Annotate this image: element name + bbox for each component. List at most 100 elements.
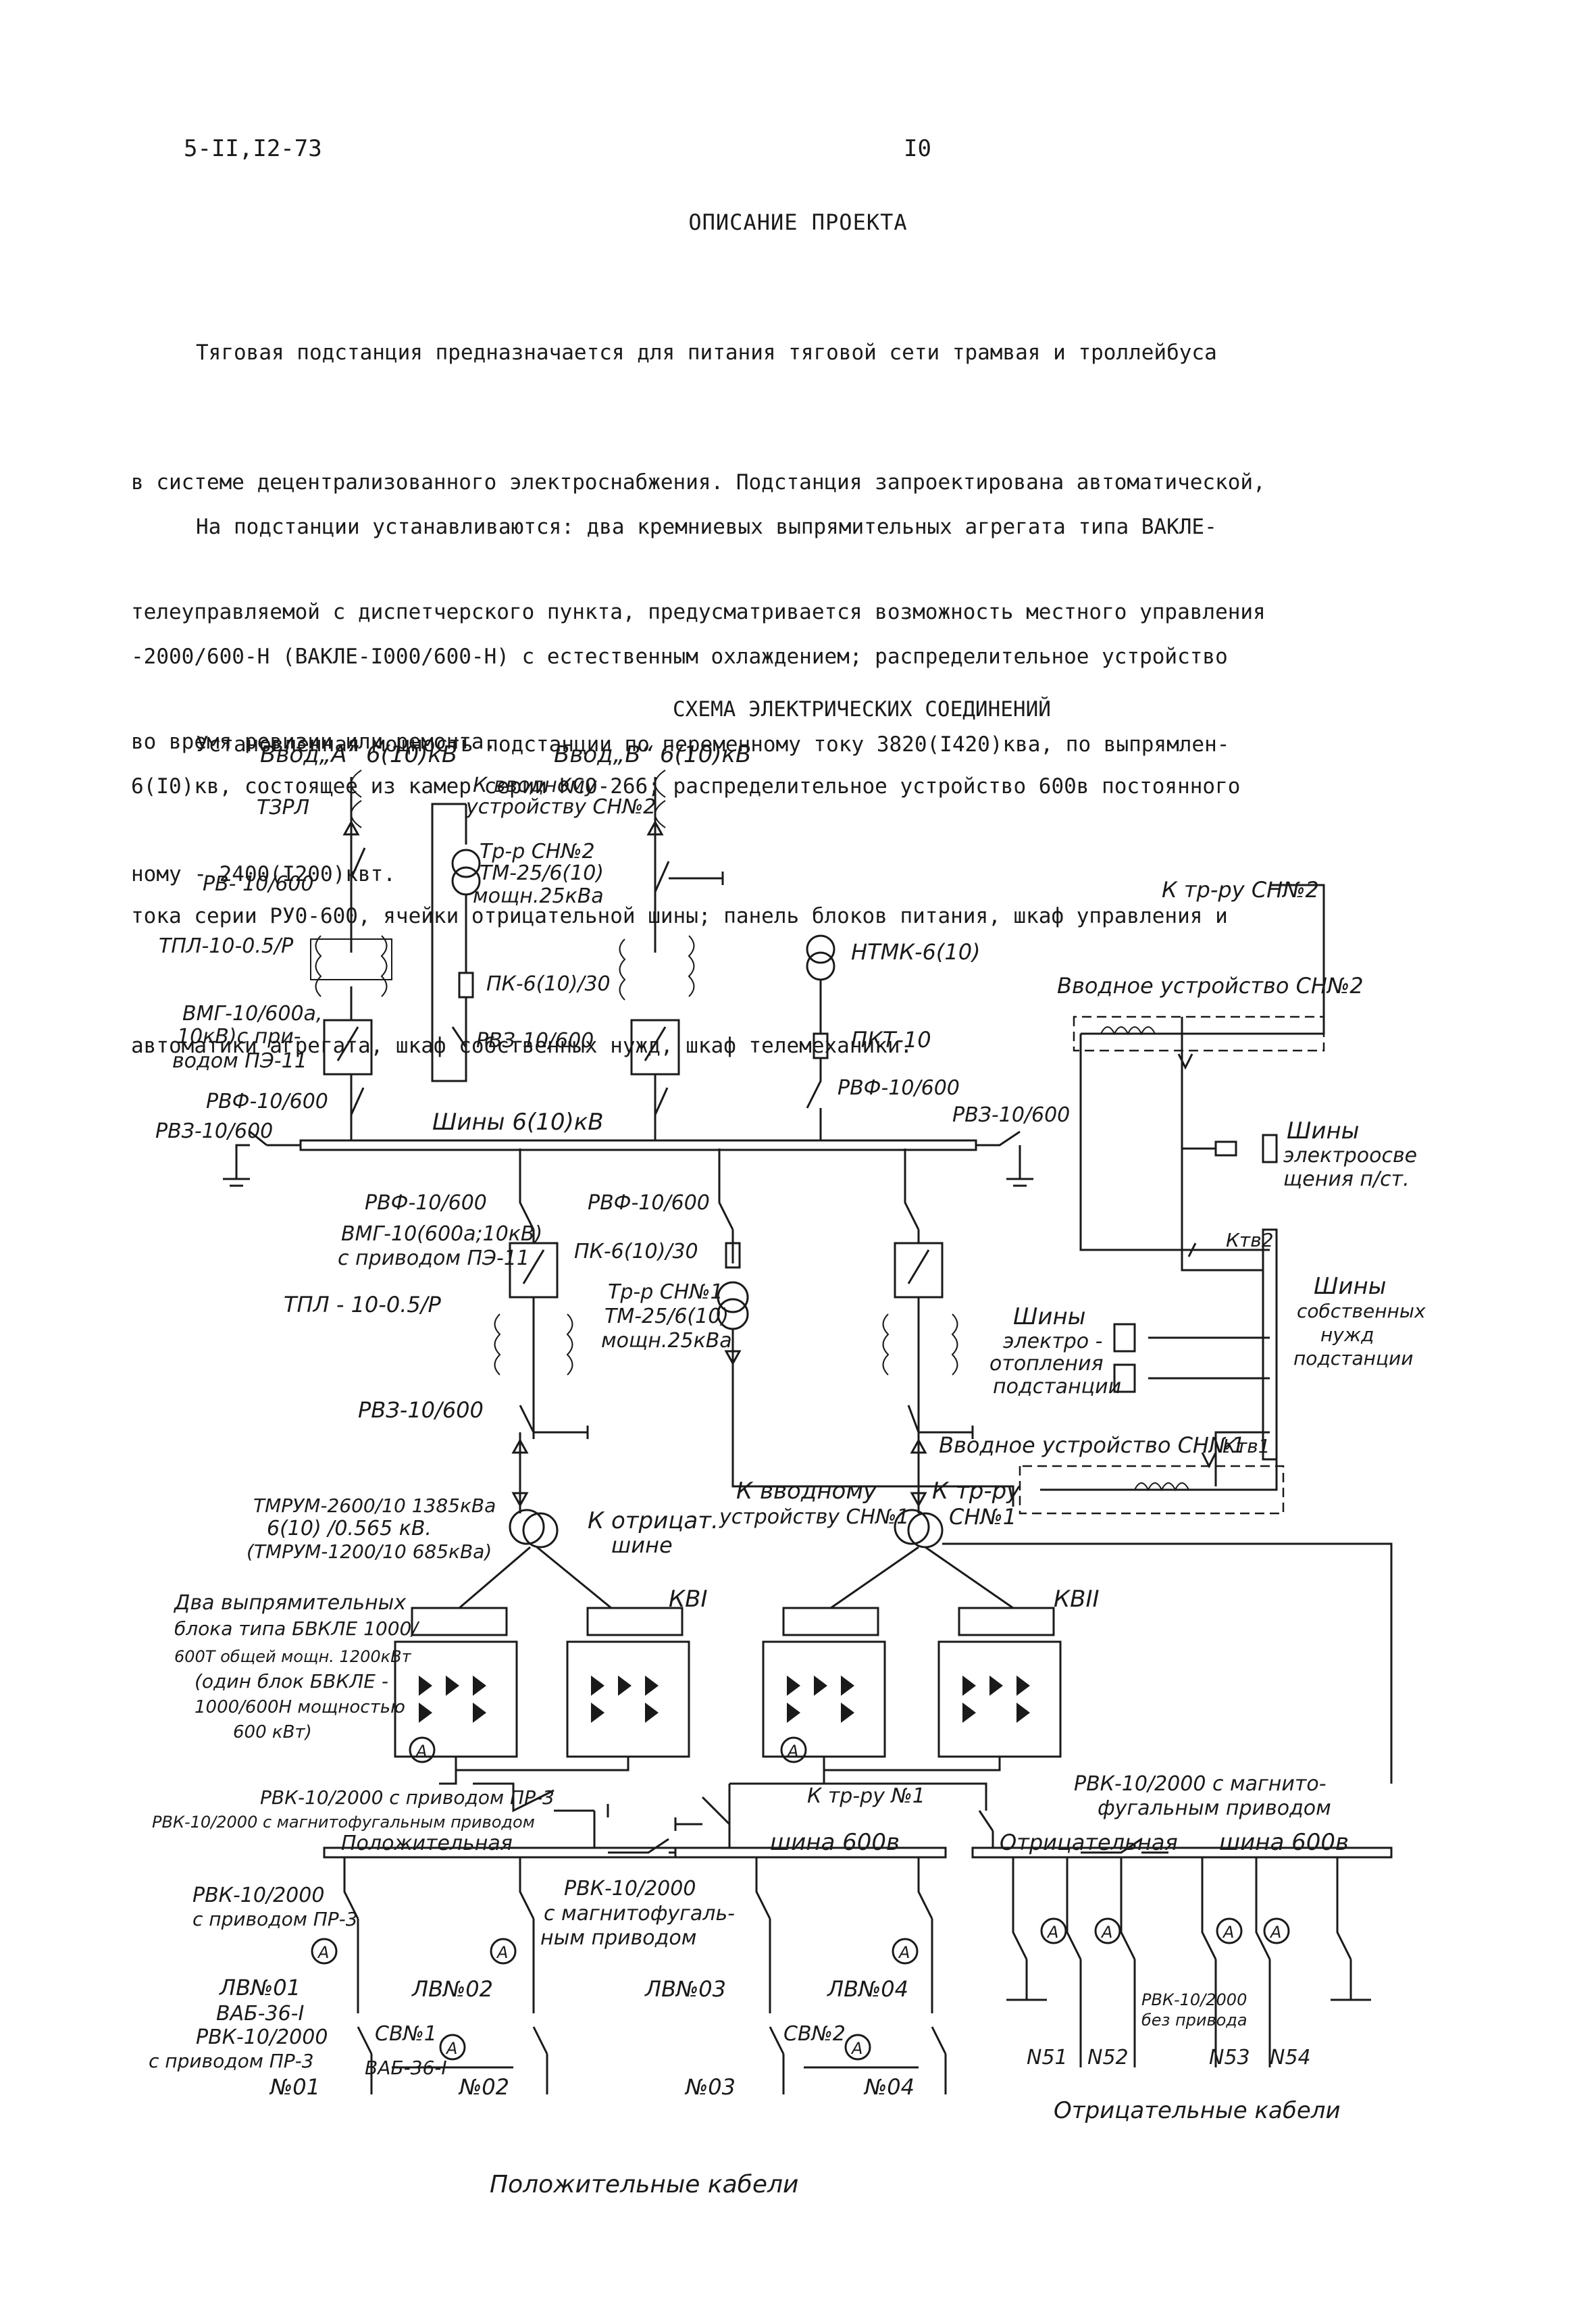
label-rvk-pr3-bottom: с приводом ПР-3: [149, 2050, 314, 2072]
label-rvk-pr3-left: РВК-10/2000: [192, 1884, 324, 1907]
svg-text:А: А: [1269, 1923, 1281, 1942]
label-n52: N52: [1087, 2046, 1129, 2069]
label-aux-tr2: Тр-р СН№2: [480, 840, 595, 863]
label-heating-bus: подстанции: [993, 1375, 1121, 1399]
svg-text:А: А: [1222, 1923, 1234, 1942]
label-vmg-left: с приводом ПЭ-11: [338, 1247, 530, 1270]
label-heating-bus: отопления: [989, 1352, 1104, 1376]
ammeters: А А А А А А А А А А А: [311, 1736, 1290, 2061]
label-positive-cables: Положительные кабели: [490, 2171, 798, 2198]
label-to-tr-ru-sn2: К тр-ру СН№2: [1162, 877, 1319, 903]
label-kv1: КВI: [669, 1586, 708, 1613]
label-rvk-mag-right: фугальным приводом: [1098, 1796, 1331, 1820]
label-lv04: ЛВ№04: [827, 1976, 908, 2002]
label-tr-left: 6(10) /0.565 кВ.: [267, 1517, 432, 1540]
label-pkt: ПКТ-10: [851, 1027, 931, 1053]
label-vab-mid: ВАБ-36-I: [365, 2057, 447, 2079]
label-ktv2: Ктв2: [1226, 1229, 1274, 1251]
label-aux-tr1: мощн.25кВа: [601, 1329, 732, 1353]
label-lighting-bus: Шины: [1287, 1117, 1360, 1145]
paragraph-line: тока серии РУ0-600, ячейки отрицательной…: [131, 904, 1228, 928]
label-rvk-pr3-left: с приводом ПР-3: [192, 1908, 358, 1930]
svg-text:А: А: [415, 1742, 427, 1761]
svg-text:А: А: [786, 1742, 798, 1761]
label-input-b: Ввод„В“ 6(10)кВ: [554, 741, 751, 768]
label-lv02: ЛВ№02: [411, 1976, 493, 2002]
paragraph-line: ному - 2400(I200)квт.: [131, 862, 396, 886]
paragraph-line: На подстанции устанавливаются: два кремн…: [196, 515, 1217, 539]
label-rvk-mag-right: РВК-10/2000 с магнито-: [1074, 1772, 1327, 1796]
label-positive-bus: Положительная: [341, 1832, 513, 1855]
label-aux-bus: нужд: [1320, 1324, 1374, 1346]
label-rvf-left: РВФ-10/600: [365, 1191, 487, 1215]
svg-text:А: А: [1100, 1923, 1112, 1942]
svg-text:А: А: [850, 2039, 863, 2058]
label-to-tr-ru-n1: К тр-ру №1: [807, 1784, 925, 1808]
label-tpl-left: ТПЛ - 10-0.5/Р: [284, 1292, 442, 1317]
label-two-rect: Два выпрямительных: [173, 1591, 406, 1615]
label-n02: №02: [458, 2074, 509, 2100]
label-rvk-mag-mid: РВК-10/2000: [564, 1877, 696, 1901]
label-rvz-mid: РВЗ-10/600: [476, 1029, 594, 1053]
label-lighting-bus: электроосве: [1283, 1144, 1417, 1167]
paragraph-line: 6(I0)кв, состоящее из камер серии КСО-26…: [131, 774, 1241, 799]
label-to-input-device-2: устройству СН№2: [465, 795, 656, 819]
label-vmg-top: водом ПЭ-11: [172, 1049, 307, 1073]
paragraph-line: автоматики агрегата, шкаф собственных ну…: [131, 1034, 913, 1058]
label-n54: N54: [1270, 2046, 1311, 2069]
paragraph-line: Установленная мощность подстанции по пер…: [196, 732, 1230, 757]
label-vmg-top: ВМГ-10/600а,: [182, 1002, 322, 1026]
paragraph-line: телеуправляемой с диспетчерского пункта,…: [131, 600, 1266, 624]
label-rvz-top-left: РВЗ-10/600: [155, 1120, 273, 1143]
label-n04: №04: [863, 2074, 915, 2100]
label-two-rect: 600Т общей мощн. 1200кВт: [174, 1647, 412, 1666]
document-code: 5-II,I2-73: [184, 135, 322, 162]
svg-text:А: А: [1046, 1923, 1058, 1942]
label-tr-left: ТМРУМ-2600/10 1385кВа: [253, 1494, 496, 1517]
label-lighting-bus: щения п/ст.: [1283, 1167, 1410, 1191]
label-tpl-top: ТПЛ-10-0.5/Р: [159, 934, 294, 958]
ammeter-icon: А: [780, 1736, 807, 1763]
label-n51: N51: [1027, 2046, 1068, 2069]
label-rvk-mag-left: РВК-10/2000 с магнитофугальным приводом: [152, 1813, 535, 1832]
label-vmg-left: ВМГ-10(600а;10кВ): [341, 1222, 542, 1246]
ammeter-icon: А: [490, 1938, 517, 1965]
label-ktv1: Ктв1: [1222, 1435, 1270, 1457]
label-to-neg-bus: шине: [611, 1532, 673, 1558]
schematic-labels: Ввод„А“ 6(10)кВ Ввод„В“ 6(10)кВ К вводно…: [149, 741, 1426, 2198]
label-vmg-top: 10кВ)с при-: [177, 1025, 301, 1049]
ammeter-icon: А: [1263, 1917, 1290, 1944]
label-heating-bus: Шины: [1013, 1303, 1086, 1330]
svg-text:А: А: [898, 1943, 910, 1962]
label-bus-600v-right: шина 600в: [1219, 1829, 1349, 1856]
diagram-title: СХЕМА ЭЛЕКТРИЧЕСКИХ СОЕДИНЕНИЙ: [673, 697, 1051, 722]
label-rv: РВ- 10/600: [203, 872, 314, 896]
label-aux-bus: подстанции: [1293, 1347, 1413, 1369]
label-rvk-pr3-top: РВК-10/2000 с приводом ПР-3: [260, 1786, 555, 1809]
ammeter-icon: А: [892, 1938, 919, 1965]
label-input-device-sn2: Вводное устройство СН№2: [1057, 973, 1364, 999]
section-heading: ОПИСАНИЕ ПРОЕКТА: [688, 209, 908, 235]
label-tzrl: ТЗРЛ: [257, 796, 309, 820]
label-aux-tr1: ТМ-25/6(10): [604, 1305, 729, 1328]
ammeter-icon: А: [844, 2034, 871, 2061]
label-to-neg-bus: К отрицат.: [588, 1507, 719, 1534]
label-input-a: Ввод„А“ 6(10)кВ: [260, 741, 457, 768]
label-vab-left: ВАБ-36-I: [216, 2002, 305, 2026]
ammeter-icon: А: [1094, 1917, 1121, 1944]
label-sv1: СВ№1: [375, 2022, 437, 2046]
label-n01: №01: [269, 2074, 320, 2100]
label-to-tr-ru-sn1: СН№1: [949, 1504, 1016, 1530]
label-input-device-sn1: Вводное устройство СН№1: [939, 1432, 1245, 1458]
ammeter-icon: А: [1216, 1917, 1243, 1944]
label-aux-tr2: ТМ-25/6(10): [480, 861, 604, 885]
label-aux-bus: собственных: [1297, 1300, 1426, 1322]
label-ntmk: НТМК-6(10): [851, 939, 981, 965]
svg-text:А: А: [317, 1943, 329, 1962]
label-to-input-device-2: К вводному: [473, 774, 598, 797]
label-two-rect: 600 кВт): [233, 1722, 312, 1742]
label-rvf-center: РВФ-10/600: [588, 1191, 710, 1215]
svg-text:А: А: [496, 1943, 508, 1962]
label-two-rect: блока типа БВКЛЕ 1000/: [174, 1617, 419, 1640]
